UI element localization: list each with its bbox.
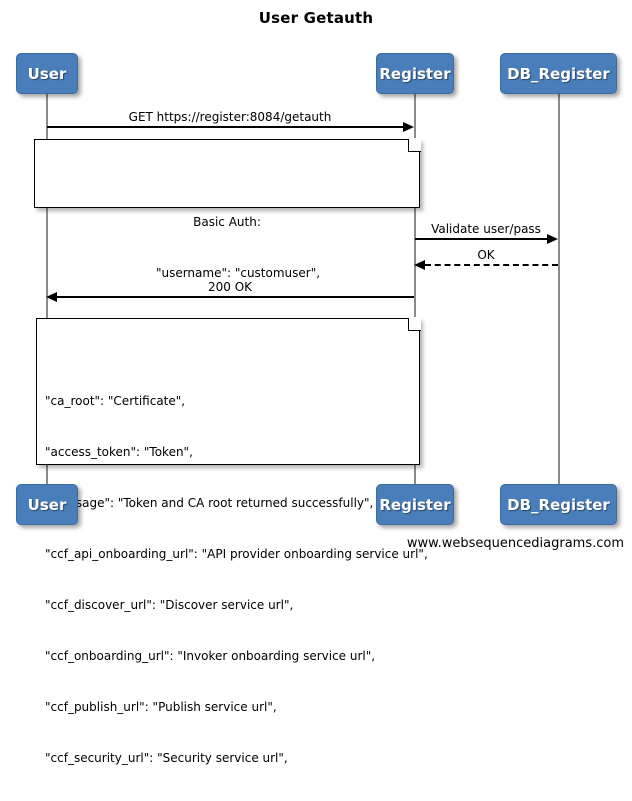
message-label-ok: OK xyxy=(477,248,495,262)
participant-register-bottom[interactable]: Register xyxy=(376,484,454,525)
message-line-ok xyxy=(425,264,558,266)
note-basic-auth: Basic Auth: "username": "customuser", "p… xyxy=(34,138,421,331)
message-label-validate-user-pass: Validate user/pass xyxy=(431,222,541,236)
message-label-get-getauth: GET https://register:8084/getauth xyxy=(128,110,332,124)
message-label-200-ok: 200 OK xyxy=(207,280,253,294)
lifeline-db-register xyxy=(558,93,560,493)
note-line: Basic Auth: xyxy=(193,215,261,229)
note-line: "ccf_security_url": "Security service ur… xyxy=(45,751,288,765)
message-line-get-getauth xyxy=(47,126,405,128)
arrowhead-left-icon xyxy=(46,292,57,302)
participant-db-register-bottom[interactable]: DB_Register xyxy=(500,484,617,525)
note-line: "ccf_api_onboarding_url": "API provider … xyxy=(45,547,428,561)
note-line: "ccf_onboarding_url": "Invoker onboardin… xyxy=(45,649,376,663)
lifeline-register xyxy=(414,93,416,493)
arrowhead-right-icon xyxy=(403,122,414,132)
message-line-200-ok xyxy=(57,296,414,298)
participant-register-top[interactable]: Register xyxy=(376,53,454,94)
note-line: "username": "customuser", xyxy=(155,266,321,280)
arrowhead-right-icon xyxy=(547,234,558,244)
participant-user-bottom[interactable]: User xyxy=(16,484,78,525)
note-line: "access_token": "Token", xyxy=(45,445,193,459)
note-line: "ca_root": "Certificate", xyxy=(45,394,186,408)
participant-user-top[interactable]: User xyxy=(16,53,78,94)
participant-label: User xyxy=(27,495,67,514)
note-response-payload: "ca_root": "Certificate", "access_token"… xyxy=(36,317,428,765)
participant-label: Register xyxy=(379,64,451,83)
note-line: "ccf_discover_url": "Discover service ur… xyxy=(45,598,294,612)
participant-db-register-top[interactable]: DB_Register xyxy=(500,53,617,94)
sequence-diagram-canvas: User Getauth User Register DB_Register G… xyxy=(16,9,624,765)
participant-label: DB_Register xyxy=(507,64,610,83)
footer-watermark: www.websequencediagrams.com xyxy=(406,536,624,551)
note-fold-corner-icon xyxy=(407,317,421,331)
page-title: User Getauth xyxy=(258,9,374,27)
participant-label: User xyxy=(27,64,67,83)
arrowhead-left-icon xyxy=(414,260,425,270)
note-line: "message": "Token and CA root returned s… xyxy=(45,496,374,510)
participant-label: Register xyxy=(379,495,451,514)
note-line: "ccf_publish_url": "Publish service url"… xyxy=(45,700,277,714)
message-line-validate-user-pass xyxy=(415,238,549,240)
note-fold-corner-icon xyxy=(407,138,421,152)
participant-label: DB_Register xyxy=(507,495,610,514)
